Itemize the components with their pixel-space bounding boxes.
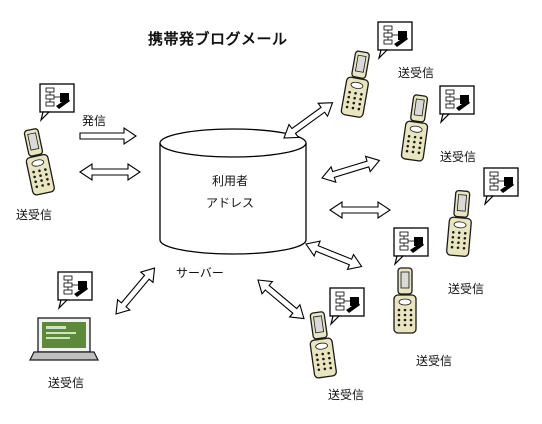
server-label-users: 利用者 bbox=[212, 174, 249, 188]
bubble-icon bbox=[439, 85, 475, 123]
double-arrow bbox=[252, 273, 310, 326]
server-caption: サーバー bbox=[176, 266, 224, 280]
laptop-icon bbox=[29, 317, 99, 361]
bubble-icon bbox=[39, 83, 75, 121]
double-arrow bbox=[319, 152, 383, 187]
receiver-caption: 送受信 bbox=[398, 66, 435, 80]
phone-icon bbox=[445, 189, 475, 258]
double-arrow bbox=[329, 201, 391, 219]
send-arrow bbox=[79, 127, 137, 145]
double-arrow bbox=[278, 95, 338, 146]
bubble-icon bbox=[377, 21, 413, 59]
receiver-caption: 送受信 bbox=[328, 388, 365, 402]
receiver-caption: 送受信 bbox=[416, 354, 453, 368]
sender-caption: 送受信 bbox=[16, 208, 53, 222]
phone-icon bbox=[340, 49, 375, 119]
phone-icon bbox=[19, 126, 56, 197]
receiver-caption: 送受信 bbox=[440, 150, 477, 164]
receiver-caption: 送受信 bbox=[448, 282, 485, 296]
bubble-icon bbox=[329, 287, 365, 325]
diagram-title: 携帯発ブログメール bbox=[148, 30, 288, 48]
send-label: 発信 bbox=[82, 114, 107, 128]
server-cylinder bbox=[159, 128, 307, 255]
bubble-icon bbox=[393, 227, 429, 265]
bubble-icon bbox=[57, 271, 93, 309]
double-arrow bbox=[302, 236, 366, 275]
phone-icon bbox=[393, 267, 417, 334]
bubble-icon bbox=[483, 167, 519, 205]
double-arrow bbox=[79, 163, 141, 181]
phone-icon bbox=[400, 93, 433, 163]
double-arrow bbox=[109, 262, 162, 320]
laptop-caption: 送受信 bbox=[48, 376, 85, 390]
server-label-address: アドレス bbox=[206, 196, 255, 210]
